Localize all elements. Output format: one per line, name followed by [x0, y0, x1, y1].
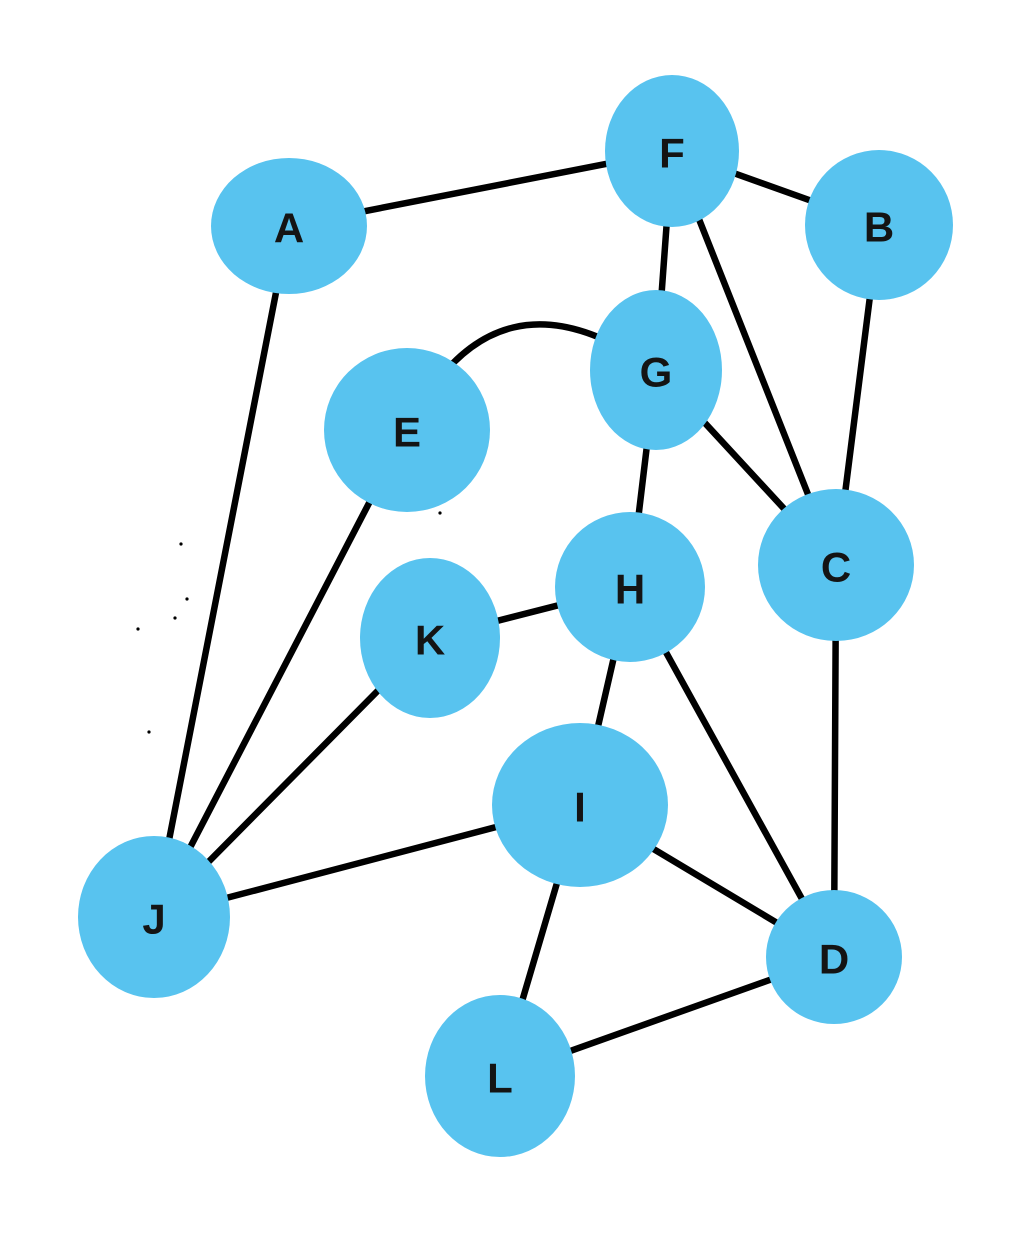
node-circle-K[interactable] — [360, 558, 500, 718]
node-I[interactable]: I — [492, 723, 668, 887]
node-circle-G[interactable] — [590, 290, 722, 450]
node-K[interactable]: K — [360, 558, 500, 718]
ink-speck-4 — [147, 730, 151, 734]
edge-A-J — [150, 222, 293, 921]
specks-layer — [136, 511, 442, 734]
node-F[interactable]: F — [605, 75, 739, 227]
node-circle-D[interactable] — [766, 890, 902, 1024]
ink-speck-5 — [438, 511, 442, 515]
node-circle-F[interactable] — [605, 75, 739, 227]
node-circle-L[interactable] — [425, 995, 575, 1157]
node-L[interactable]: L — [425, 995, 575, 1157]
node-E[interactable]: E — [324, 348, 490, 512]
node-circle-E[interactable] — [324, 348, 490, 512]
node-B[interactable]: B — [805, 150, 953, 300]
ink-speck-0 — [179, 542, 183, 546]
node-J[interactable]: J — [78, 836, 230, 998]
edge-E-J — [150, 426, 411, 921]
node-circle-J[interactable] — [78, 836, 230, 998]
ink-speck-2 — [173, 616, 177, 620]
node-D[interactable]: D — [766, 890, 902, 1024]
node-circle-A[interactable] — [211, 158, 367, 294]
node-H[interactable]: H — [555, 512, 705, 662]
node-circle-C[interactable] — [758, 489, 914, 641]
node-A[interactable]: A — [211, 158, 367, 294]
node-G[interactable]: G — [590, 290, 722, 450]
node-circle-I[interactable] — [492, 723, 668, 887]
node-C[interactable]: C — [758, 489, 914, 641]
node-circle-B[interactable] — [805, 150, 953, 300]
node-circle-H[interactable] — [555, 512, 705, 662]
ink-speck-3 — [136, 627, 140, 631]
ink-speck-1 — [185, 597, 189, 601]
